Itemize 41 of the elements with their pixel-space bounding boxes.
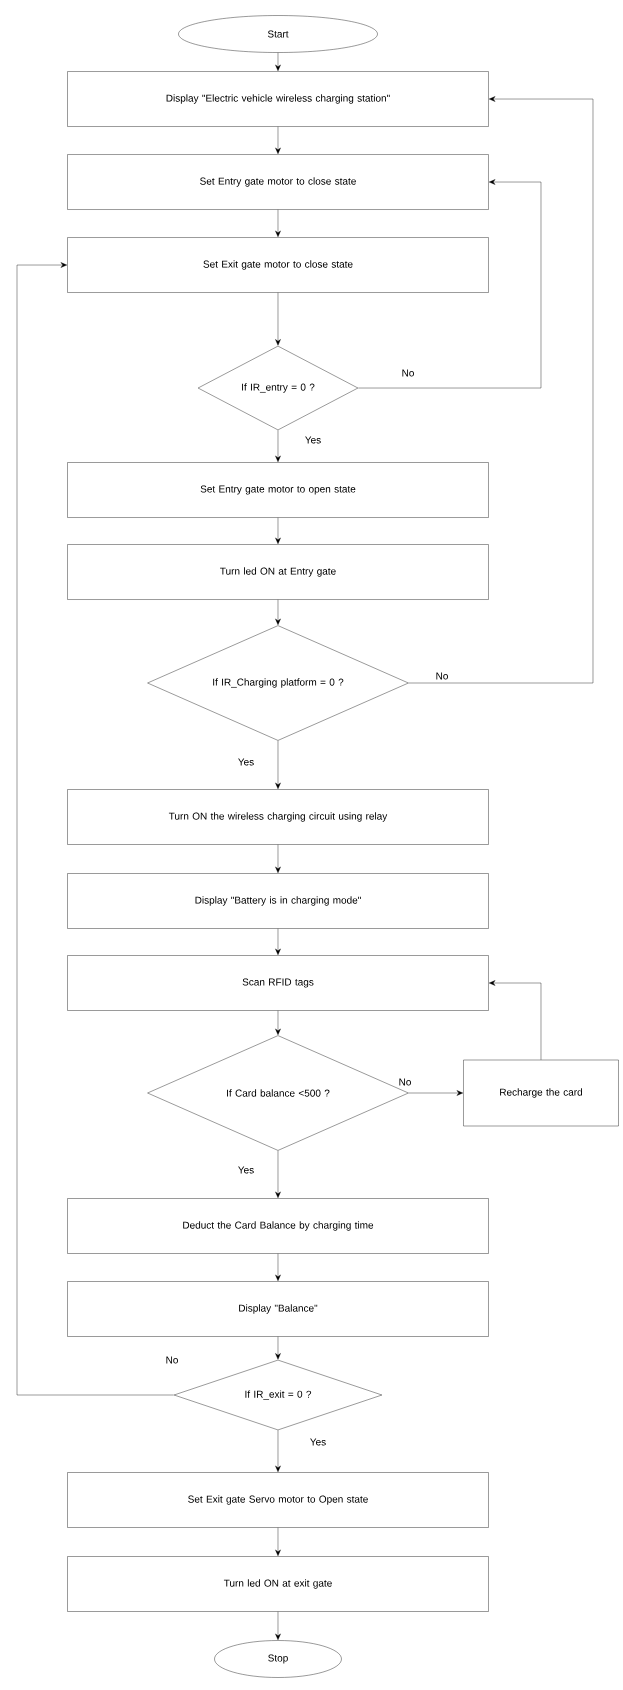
arrow xyxy=(275,1150,281,1198)
arrow xyxy=(275,209,281,237)
process-box: Set Exit gate motor to close state xyxy=(67,237,489,293)
arrow xyxy=(275,844,281,873)
process-box: Turn led ON at Entry gate xyxy=(67,544,489,600)
arrow xyxy=(275,1611,281,1640)
edge-label: No xyxy=(434,671,450,681)
arrow xyxy=(275,928,281,955)
edge-label: Yes xyxy=(303,435,323,445)
process-box: Turn ON the wireless charging circuit using relay xyxy=(67,789,489,845)
arrow xyxy=(275,292,281,346)
arrow xyxy=(275,1336,281,1360)
arrow xyxy=(16,262,174,1396)
arrow xyxy=(275,1527,281,1556)
arrow xyxy=(408,96,594,684)
edge-label: Yes xyxy=(236,757,256,767)
arrow xyxy=(358,179,542,389)
edge-label: Yes xyxy=(236,1165,256,1175)
process-box: Display "Electric vehicle wireless charging station" xyxy=(67,71,489,127)
arrow xyxy=(275,1253,281,1281)
process-box: Set Entry gate motor to close state xyxy=(67,154,489,210)
process-box: Deduct the Card Balance by charging time xyxy=(67,1198,489,1254)
arrow xyxy=(275,740,281,789)
arrow xyxy=(275,430,281,462)
process-box: Set Exit gate Servo motor to Open state xyxy=(67,1472,489,1528)
arrow xyxy=(489,980,542,1060)
process-box: Set Entry gate motor to open state xyxy=(67,462,489,518)
arrow xyxy=(275,1430,281,1472)
process-box: Display "Battery is in charging mode" xyxy=(67,873,489,929)
process-box: Turn led ON at exit gate xyxy=(67,1556,489,1612)
arrow xyxy=(275,52,281,71)
process-box: Scan RFID tags xyxy=(67,955,489,1011)
edge-label: Yes xyxy=(308,1437,328,1447)
arrow xyxy=(408,1090,463,1096)
edge-label: No xyxy=(400,368,416,378)
arrow xyxy=(275,599,281,625)
arrow xyxy=(275,1010,281,1035)
arrow xyxy=(275,126,281,154)
process-box: Display "Balance" xyxy=(67,1281,489,1337)
process-box: Recharge the card xyxy=(463,1059,619,1127)
arrow xyxy=(275,517,281,544)
